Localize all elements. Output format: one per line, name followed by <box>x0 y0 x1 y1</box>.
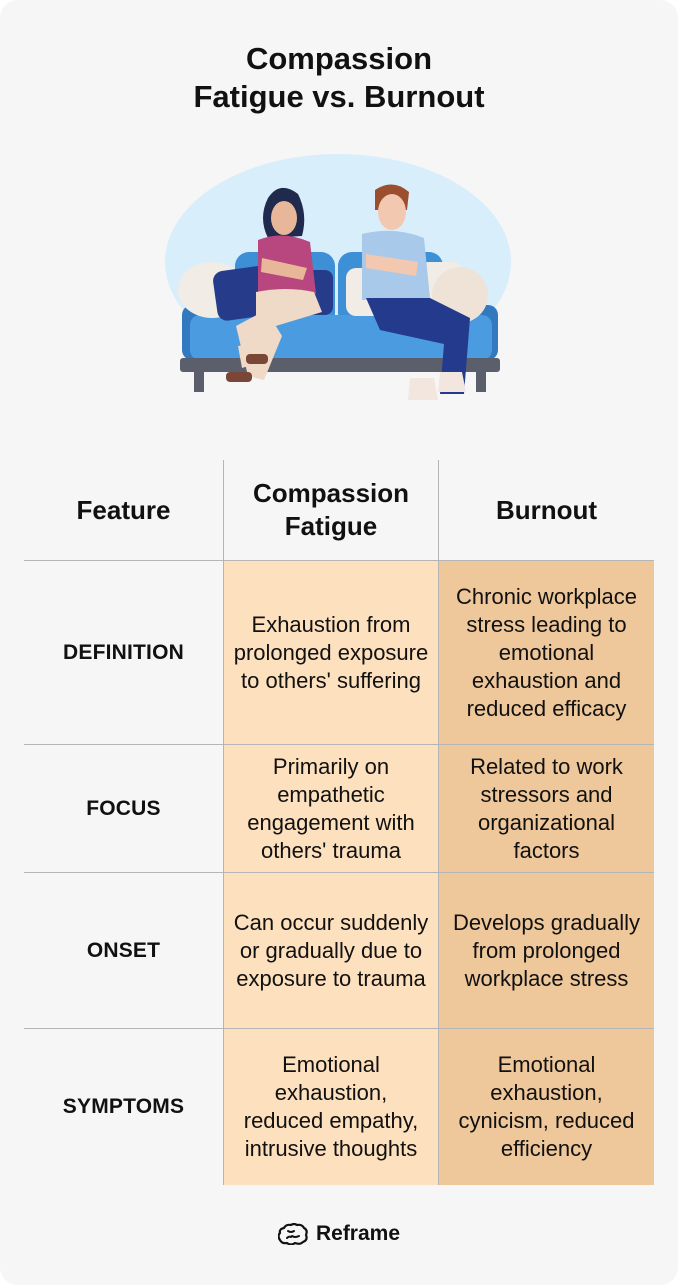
row-divider <box>24 1028 654 1029</box>
row-divider <box>24 560 654 561</box>
title-line-2: Fatigue vs. Burnout <box>193 79 485 114</box>
header-compassion-fatigue: Compassion Fatigue <box>252 478 410 541</box>
cell-definition-burnout: Chronic workplace stress leading to emot… <box>439 561 654 744</box>
cell-onset-burnout: Develops gradually from prolonged workpl… <box>439 873 654 1028</box>
title-line-1: Compassion <box>245 41 433 76</box>
header-burnout: Burnout <box>495 494 598 525</box>
row-label-focus: FOCUS <box>86 796 161 820</box>
cell-onset-compassion-fatigue: Can occur suddenly or gradually due to e… <box>224 873 438 1028</box>
row-divider <box>24 744 654 745</box>
cell-symptoms-burnout: Emotional exhaustion, cynicism, reduced … <box>439 1029 654 1185</box>
row-label-onset: ONSET <box>86 938 161 962</box>
page-title: Compassion Fatigue vs. Burnout <box>0 40 678 116</box>
brain-icon <box>277 1223 308 1245</box>
row-divider <box>24 872 654 873</box>
row-label-definition: DEFINITION <box>63 640 184 664</box>
cell-focus-compassion-fatigue: Primarily on empathetic engagement with … <box>224 745 438 872</box>
footer-brand: Reframe <box>0 1218 678 1250</box>
column-divider <box>438 460 439 1185</box>
cell-symptoms-compassion-fatigue: Emotional exhaustion, reduced empathy, i… <box>224 1029 438 1185</box>
brand-name: Reframe <box>315 1222 401 1245</box>
column-divider <box>223 460 224 1185</box>
cell-definition-compassion-fatigue: Exhaustion from prolonged exposure to ot… <box>224 561 438 744</box>
header-feature: Feature <box>76 494 171 525</box>
cell-focus-burnout: Related to work stressors and organizati… <box>439 745 654 872</box>
row-label-symptoms: SYMPTOMS <box>62 1095 185 1118</box>
couple-on-sofa-illustration <box>165 154 511 400</box>
